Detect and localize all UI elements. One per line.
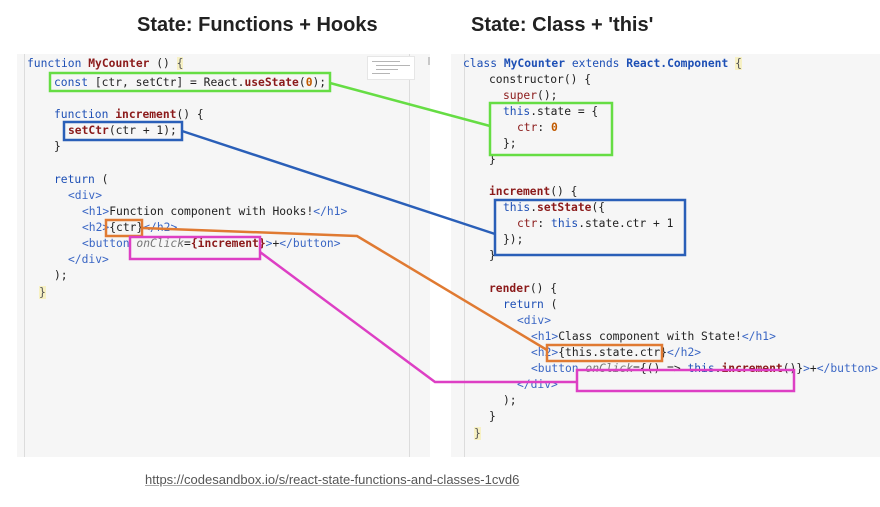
code-line: } bbox=[489, 249, 496, 262]
code-line: render() { bbox=[489, 282, 558, 295]
code-line: </div> bbox=[68, 253, 109, 266]
code-line: <div> bbox=[517, 314, 552, 327]
code-line: } bbox=[489, 153, 496, 166]
function-component-code: function MyCounter () { const [ctr, setC… bbox=[17, 54, 430, 457]
code-line: <h1>Class component with State!</h1> bbox=[531, 330, 776, 343]
heading-functions-hooks: State: Functions + Hooks bbox=[137, 14, 378, 36]
code-line: ctr: this.state.ctr + 1 bbox=[517, 217, 674, 230]
code-line-setctr: setCtr(ctr + 1); bbox=[68, 124, 177, 137]
code-line: class MyCounter extends React.Component … bbox=[463, 57, 742, 70]
heading-class-this: State: Class + 'this' bbox=[471, 14, 654, 36]
code-line: super(); bbox=[503, 89, 558, 102]
code-panel-class-component: class MyCounter extends React.Component … bbox=[451, 54, 880, 457]
minimap bbox=[367, 56, 415, 80]
code-line-this-state: this.state = { bbox=[503, 105, 599, 118]
code-line-button: <button onClick={() => this.increment()}… bbox=[531, 362, 878, 375]
code-line-usestate: const [ctr, setCtr] = React.useState(0); bbox=[54, 76, 327, 89]
code-line: ); bbox=[54, 269, 68, 282]
code-line: <h1>Function component with Hooks!</h1> bbox=[82, 205, 348, 218]
code-line: }; bbox=[503, 137, 517, 150]
code-line: constructor() { bbox=[489, 73, 592, 86]
code-line: ); bbox=[503, 394, 517, 407]
code-line: ctr: 0 bbox=[517, 121, 558, 134]
code-line: return ( bbox=[54, 173, 109, 186]
code-line: increment() { bbox=[489, 185, 578, 198]
code-line-setstate: this.setState({ bbox=[503, 201, 606, 214]
code-panel-function-component: function MyCounter () { const [ctr, setC… bbox=[17, 54, 430, 457]
code-line-button: <button onClick={increment}>+</button> bbox=[82, 237, 341, 250]
code-line: }); bbox=[503, 233, 524, 246]
code-line: } bbox=[474, 427, 481, 440]
code-line: </div> bbox=[517, 378, 558, 391]
code-line: } bbox=[54, 140, 61, 153]
code-line-h2: <h2>{this.state.ctr}</h2> bbox=[531, 346, 702, 359]
scrollbar-marker bbox=[428, 57, 430, 65]
code-line: function increment() { bbox=[54, 108, 204, 121]
source-link[interactable]: https://codesandbox.io/s/react-state-fun… bbox=[145, 472, 520, 487]
code-line-h2: <h2>{ctr}</h2> bbox=[82, 221, 178, 234]
code-line: <div> bbox=[68, 189, 103, 202]
code-line: } bbox=[489, 410, 496, 423]
code-line: function MyCounter () { bbox=[27, 57, 184, 70]
class-component-code: class MyCounter extends React.Component … bbox=[451, 54, 880, 457]
code-line: return ( bbox=[503, 298, 558, 311]
code-line: } bbox=[39, 286, 46, 299]
